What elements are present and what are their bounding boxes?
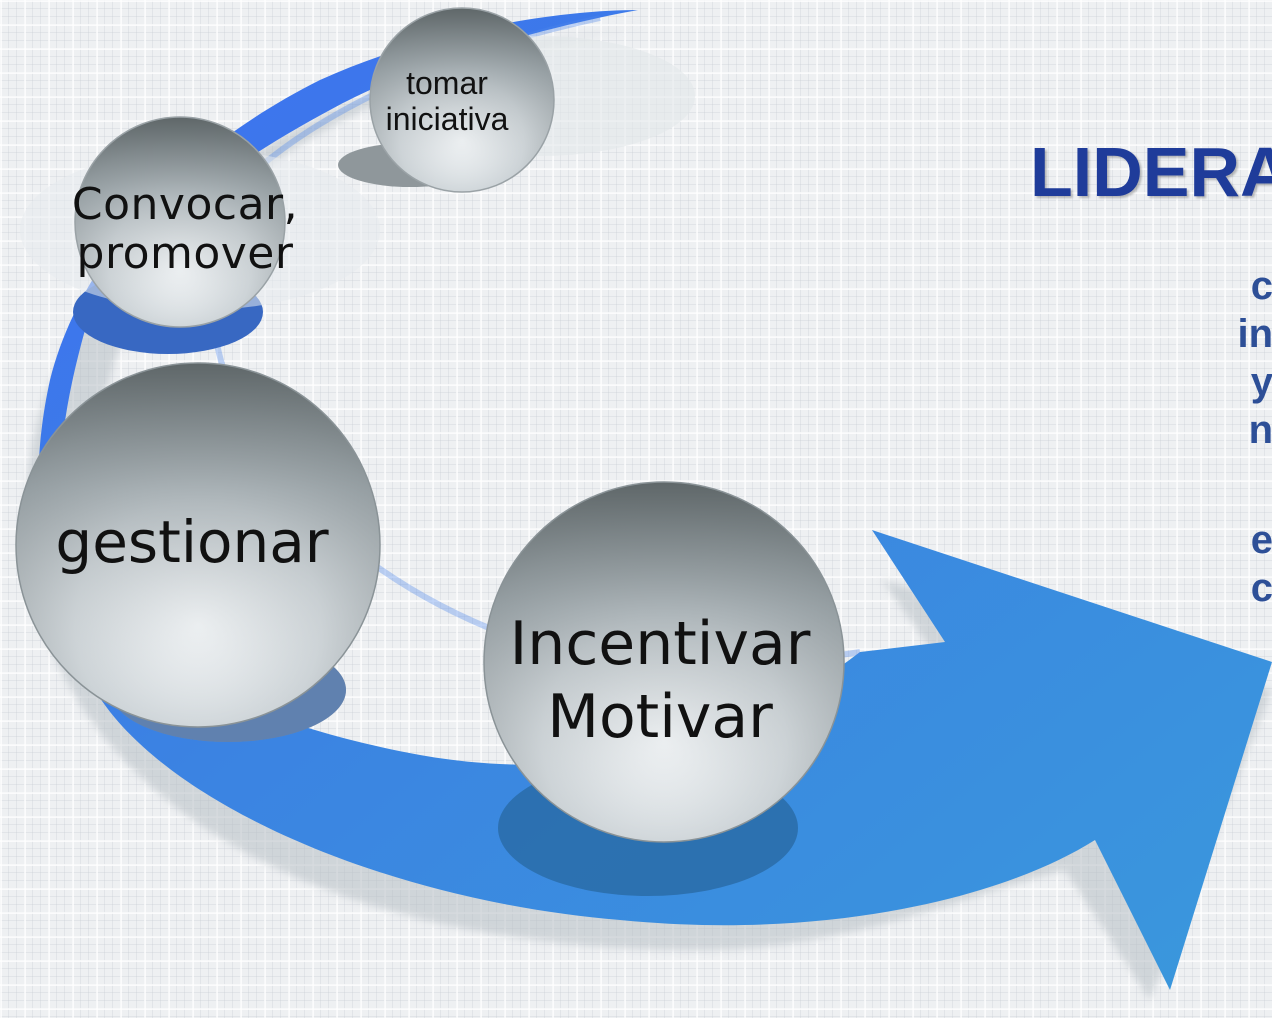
label-incentivar-motivar: Incentivar Motivar — [480, 608, 840, 754]
label-gestionar-line-1: gestionar — [55, 508, 329, 576]
body-line-6: c — [1250, 566, 1272, 610]
body-line-3: y — [1250, 360, 1272, 404]
node-tomar — [338, 7, 695, 193]
node-gestionar — [15, 362, 381, 742]
arrow — [38, 10, 1272, 990]
label-tomar-iniciativa: tomar iniciativa — [370, 65, 524, 138]
label-gestionar: gestionar — [22, 510, 362, 575]
label-tomar-line-1: tomar — [406, 65, 488, 101]
body-line-5: e — [1250, 518, 1272, 562]
body-gap — [1193, 454, 1272, 516]
label-convocar-line-2: promover — [76, 228, 294, 280]
label-convocar-promover: Convocar, promover — [52, 180, 318, 279]
label-incentivar-line-2: Motivar — [547, 682, 773, 753]
node-incentivar — [483, 481, 845, 896]
node-convocar — [20, 116, 380, 354]
label-tomar-line-2: iniciativa — [385, 100, 509, 137]
body-line-1: c — [1250, 264, 1272, 308]
body-line-2: in — [1237, 312, 1272, 356]
slide-title: LIDERA — [1030, 133, 1272, 211]
label-convocar-line-1: Convocar, — [71, 179, 299, 230]
body-text: c in y n e c — [1193, 262, 1272, 612]
body-line-4: n — [1248, 408, 1272, 452]
label-incentivar-line-1: Incentivar — [509, 609, 811, 679]
